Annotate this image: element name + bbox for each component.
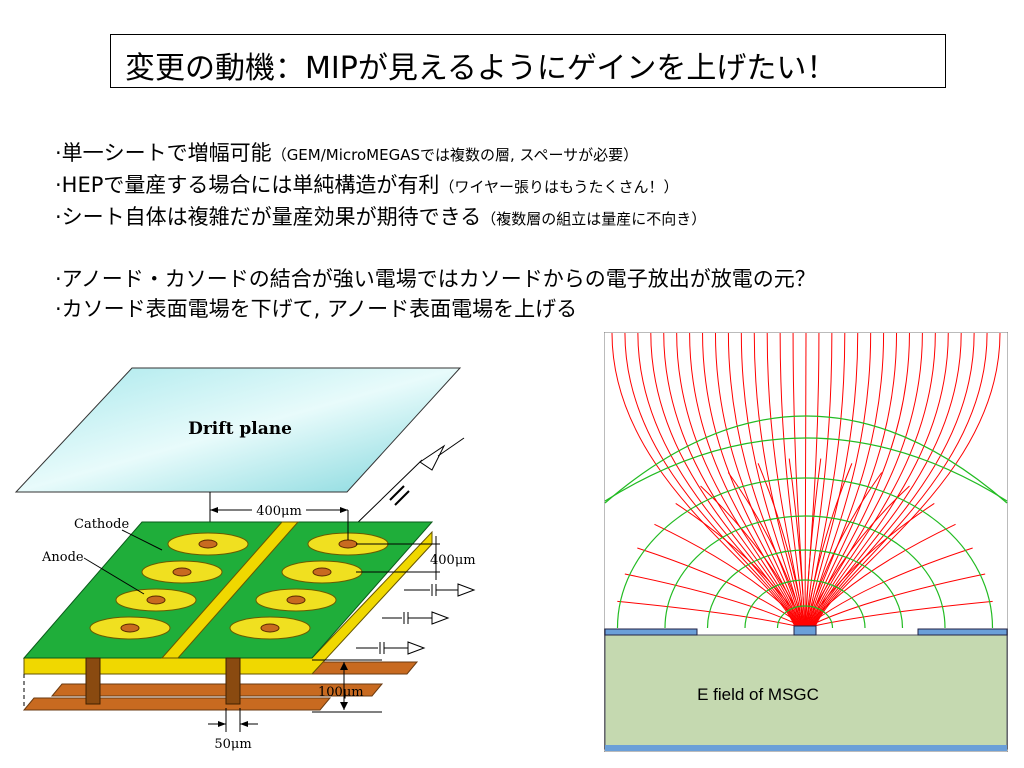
bullet-2-note: （ワイヤー張りはもうたくさん！） [439,178,679,196]
bullet-2: ·HEPで量産する場合には単純構造が有利（ワイヤー張りはもうたくさん！） [55,170,1015,202]
bullet-1: ·単一シートで増幅可能（GEM/MicroMEGASでは複数の層, スペーサが必… [55,138,1015,170]
pitch-400-side: 400μm [430,553,476,568]
substrate [604,634,1008,750]
bullet-5-text: ·カソード表面電場を下げて, アノード表面電場を上げる [55,297,578,321]
via-pillar-1 [85,657,101,705]
anode-electrode [793,625,817,636]
cathode-electrode-right [917,628,1008,636]
bullet-5: ·カソード表面電場を下げて, アノード表面電場を上げる [55,294,1015,324]
anode-label: Anode [41,550,84,565]
amplifier-icon [419,444,446,471]
bullet-3-text: ·シート自体は複雑だが量産効果が期待できる [55,205,482,229]
title-box: 変更の動機：MIPが見えるようにゲインを上げたい！ [110,34,946,88]
e-field-plot: E field of MSGC [604,332,1008,752]
bullet-4-text: ·アノード・カソードの結合が強い電場ではカソードからの電子放出が放電の元？ [55,267,816,291]
field-plot-caption: E field of MSGC [697,685,819,704]
bullet-1-text: ·単一シートで増幅可能 [55,141,272,165]
width-50: 50μm [214,737,251,752]
cathode-label: Cathode [74,517,129,532]
cathode-electrode-left [604,628,698,636]
bullet-list: ·単一シートで増幅可能（GEM/MicroMEGASでは複数の層, スペーサが必… [55,138,1015,324]
slide-title: 変更の動機：MIPが見えるようにゲインを上げたい！ [125,51,837,86]
equipotential-lines [604,415,1008,629]
micro-pixel-diagram: Drift plane Cathode Anode 400μm [14,367,476,752]
bullet-3: ·シート自体は複雑だが量産効果が期待できる（複数層の組立は量産に不向き） [55,202,1015,234]
drift-plane [14,367,462,493]
bullet-3-note: （複数層の組立は量産に不向き） [481,210,707,228]
field-lines [611,332,1001,629]
signal-wire [349,459,423,531]
bullet-2-text: ·HEPで量産する場合には単純構造が有利 [55,173,440,197]
lower-strip-2 [50,683,384,697]
bullet-1-note: （GEM/MicroMEGASでは複数の層, スペーサが必要） [271,146,639,164]
drift-plane-label: Drift plane [188,419,292,439]
pitch-400-top: 400μm [256,504,302,519]
anode-pad-grid [89,532,389,640]
lower-strip-3 [22,697,332,711]
via-pillar-2 [225,657,241,705]
bullet-4: ·アノード・カソードの結合が強い電場ではカソードからの電子放出が放電の元？ [55,264,1015,294]
thickness-100: 100μm [318,685,364,700]
